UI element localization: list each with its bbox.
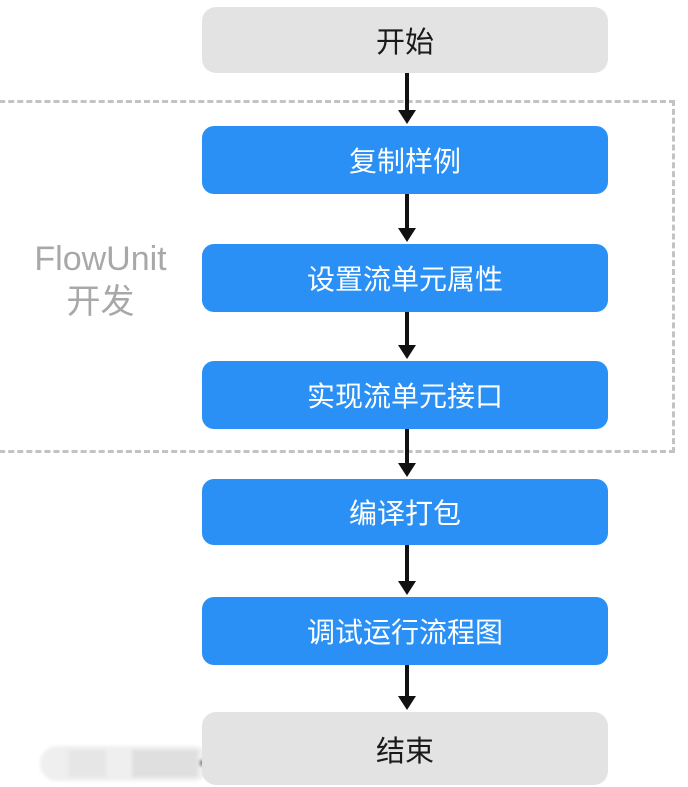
arrow-down-copy-to-set (398, 194, 416, 242)
arrowhead-icon (398, 696, 416, 710)
flow-node-set-flowunit-properties: 设置流单元属性 (202, 244, 608, 312)
arrow-stem (405, 73, 409, 112)
flow-node-start: 开始 (202, 7, 608, 73)
arrow-down-debug-to-end (398, 665, 416, 710)
flowunit-dev-group-border (0, 100, 675, 453)
blurred-watermark (40, 746, 210, 781)
arrow-stem (405, 194, 409, 230)
flow-node-end: 结束 (202, 712, 608, 785)
arrowhead-icon (398, 463, 416, 477)
flow-node-copy-sample: 复制样例 (202, 126, 608, 194)
flow-node-implement-flowunit-interface: 实现流单元接口 (202, 361, 608, 429)
group-label-line2: 开发 (66, 283, 135, 321)
arrowhead-icon (398, 581, 416, 595)
arrow-down-start-to-copy (398, 73, 416, 124)
group-label-line1: FlowUnit (34, 240, 167, 278)
arrowhead-icon (398, 228, 416, 242)
flowunit-dev-group-label: FlowUnit 开发 (8, 238, 193, 324)
arrow-stem (405, 545, 409, 583)
arrow-stem (405, 429, 409, 465)
arrowhead-icon (398, 110, 416, 124)
arrow-stem (405, 665, 409, 698)
flow-node-debug-run-flowchart: 调试运行流程图 (202, 597, 608, 665)
arrow-down-set-to-implement (398, 312, 416, 359)
arrow-stem (405, 312, 409, 347)
flow-node-compile-package: 编译打包 (202, 479, 608, 545)
arrow-down-implement-to-compile (398, 429, 416, 477)
arrow-down-compile-to-debug (398, 545, 416, 595)
watermark-segment (68, 750, 106, 777)
arrowhead-icon (398, 345, 416, 359)
watermark-segment (132, 750, 198, 777)
